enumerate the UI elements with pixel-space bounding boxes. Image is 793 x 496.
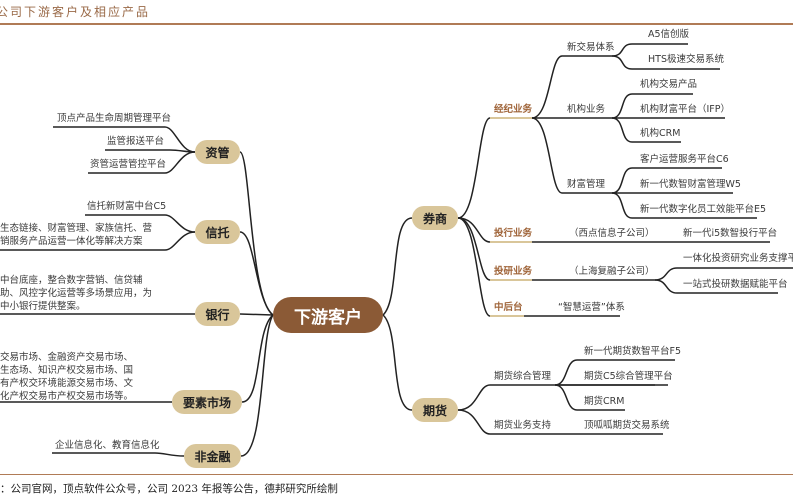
leaf-item: 一体化投资研究业务支撑平台 — [683, 253, 793, 264]
leaf-item: 顶呱呱期货交易系统 — [584, 420, 670, 431]
leaf-item: HTS极速交易系统 — [648, 54, 724, 65]
subsidiary-label: （上海复融子公司） — [569, 266, 655, 277]
leaf-item: 客户运营服务平台C6 — [640, 154, 729, 165]
source-note: ：公司官网，顶点软件公众号，公司 2023 年报等公告，德邦研究所绘制 — [0, 483, 338, 495]
leaf-item: 生态链接、财富管理、家族信托、营销服务产品运营一体化等解决方案 — [0, 223, 153, 247]
sub-category: 财富管理 — [567, 179, 606, 190]
center-node-downstream-customers[interactable]: 下游客户 — [273, 297, 383, 333]
node-factor-market[interactable]: 要素市场 — [172, 390, 242, 414]
sub-category: 机构业务 — [567, 104, 606, 115]
category-brokerage: 经纪业务 — [494, 104, 533, 115]
leaf-item: 顶点产品生命周期管理平台 — [57, 113, 172, 124]
leaf-item: A5信创版 — [648, 29, 690, 40]
node-trust[interactable]: 信托 — [195, 220, 240, 244]
node-non-financial[interactable]: 非金融 — [184, 444, 241, 468]
leaf-item: “智慧运营”体系 — [558, 302, 625, 313]
leaf-item: 机构交易产品 — [640, 79, 698, 90]
title-rule — [0, 23, 793, 25]
leaf-item: 新一代数字化员工效能平台E5 — [640, 204, 767, 215]
category-middle-back-office: 中后台 — [494, 302, 523, 313]
leaf-item: 机构CRM — [640, 128, 681, 139]
leaf-item: 企业信息化、教育信息化 — [55, 440, 160, 451]
sub-category: 新交易体系 — [567, 42, 615, 53]
node-asset-management[interactable]: 资管 — [195, 140, 240, 164]
sub-category: 期货业务支持 — [494, 420, 552, 431]
leaf-item: 新一代i5数智投行平台 — [683, 228, 778, 239]
footer-rule — [0, 474, 793, 475]
leaf-item: 资管运营管控平台 — [90, 159, 167, 170]
leaf-item: 监管报送平台 — [107, 136, 165, 147]
leaf-item: 期货C5综合管理平台 — [584, 371, 673, 382]
leaf-item: 交易市场、金融资产交易市场、生态场、知识产权交易市场、国有产权交环境能源交易市场… — [0, 352, 134, 402]
leaf-item: 期货CRM — [584, 396, 625, 407]
leaf-item: 中台底座，整合数字营销、信贷辅助、风控字化运营等多场景应用，为中小银行提供整案。 — [0, 275, 153, 312]
node-futures[interactable]: 期货 — [412, 398, 458, 422]
leaf-item: 一站式投研数据赋能平台 — [683, 279, 788, 290]
sub-category: 期货综合管理 — [494, 371, 552, 382]
leaf-item: 机构财富平台（IFP） — [640, 104, 730, 115]
leaf-item: 新一代数智财富管理W5 — [640, 179, 741, 190]
leaf-item: 信托新财富中台C5 — [87, 201, 167, 212]
figure-title: 公司下游客户及相应产品 — [0, 5, 151, 19]
category-investment-research: 投研业务 — [494, 266, 533, 277]
node-securities[interactable]: 券商 — [412, 206, 458, 230]
node-bank[interactable]: 银行 — [195, 302, 240, 326]
category-investment-banking: 投行业务 — [494, 228, 533, 239]
subsidiary-label: （西点信息子公司） — [569, 228, 655, 239]
leaf-item: 新一代期货数智平台F5 — [584, 346, 682, 357]
